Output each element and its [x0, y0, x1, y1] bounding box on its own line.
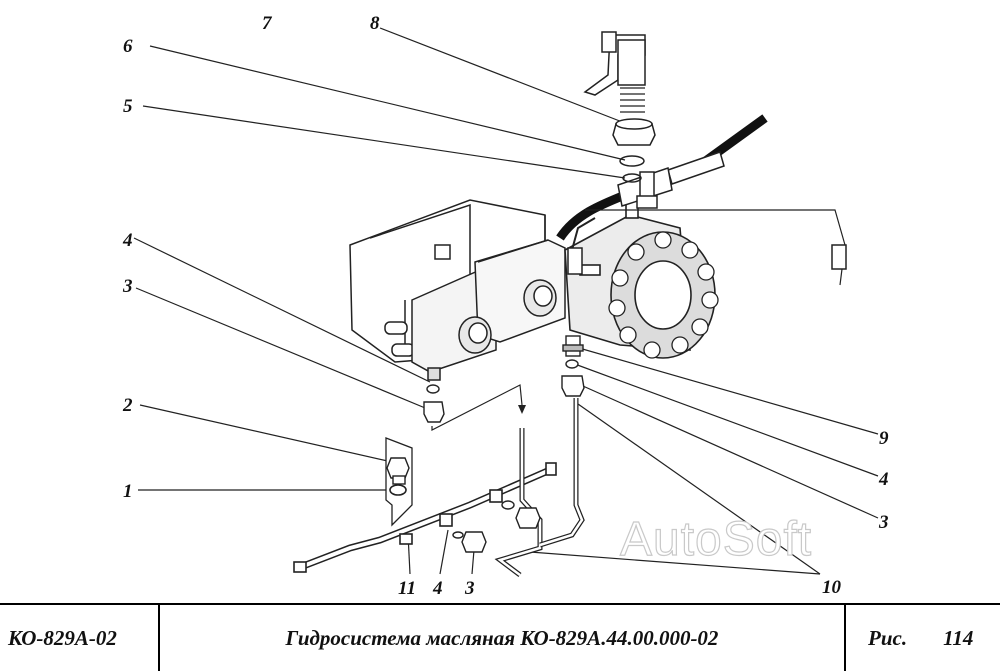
part-1-seal	[389, 484, 407, 496]
hydraulic-motor	[564, 199, 719, 359]
callout-3-top-left: 3	[122, 276, 133, 297]
callout-2: 2	[122, 395, 133, 416]
callout-10: 10	[822, 577, 842, 598]
part-9-union	[562, 335, 584, 357]
callout-6: 6	[123, 36, 133, 57]
callout-9: 9	[879, 428, 889, 449]
pipeline-10	[494, 398, 585, 577]
part-7-nut	[612, 118, 656, 146]
part-3-nut-right	[561, 375, 585, 397]
leader-lines	[133, 27, 879, 575]
callout-3-bottom: 3	[464, 578, 475, 599]
pipeline-11	[293, 462, 557, 573]
callout-7: 7	[262, 13, 273, 34]
part-4-washer-right	[565, 359, 579, 369]
model-code: КО-829А-02	[0, 605, 160, 671]
callout-3-right: 3	[878, 512, 889, 533]
callout-1: 1	[123, 481, 133, 502]
callout-4-bottom: 4	[432, 578, 443, 599]
part-8-valve	[583, 31, 646, 113]
part-2-plug	[386, 457, 410, 485]
gearbox-housing	[349, 199, 546, 363]
title-block: КО-829А-02 Гидросистема масляная КО-829А…	[0, 603, 1000, 671]
callout-4-top-left: 4	[122, 230, 133, 251]
figure-reference: Рис. 114	[846, 605, 1000, 671]
figure-label: Рис.	[868, 625, 908, 650]
connection-path	[431, 384, 523, 431]
part-5-ring	[622, 173, 642, 183]
part-4-washer-left	[426, 384, 440, 394]
fittings-bottom	[452, 500, 541, 553]
callout-8: 8	[370, 13, 380, 34]
watermark-logo: AutoSoft	[620, 513, 812, 566]
callout-5: 5	[123, 96, 133, 117]
arrow-marker	[518, 405, 526, 414]
figure-number: 114	[943, 625, 974, 650]
exploded-assembly-drawing: 8 7 6 5 4 3 2 1 9 4 3 10 11 4 3 AutoSoft	[122, 13, 889, 599]
high-pressure-hose	[556, 114, 847, 286]
callout-11: 11	[398, 578, 416, 599]
drawing-title: Гидросистема масляная КО-829А.44.00.000-…	[160, 605, 846, 671]
part-6-ring	[619, 155, 645, 167]
part-3-nut-left	[423, 401, 445, 423]
callout-4-right: 4	[878, 469, 889, 490]
gear-pump	[411, 239, 566, 381]
